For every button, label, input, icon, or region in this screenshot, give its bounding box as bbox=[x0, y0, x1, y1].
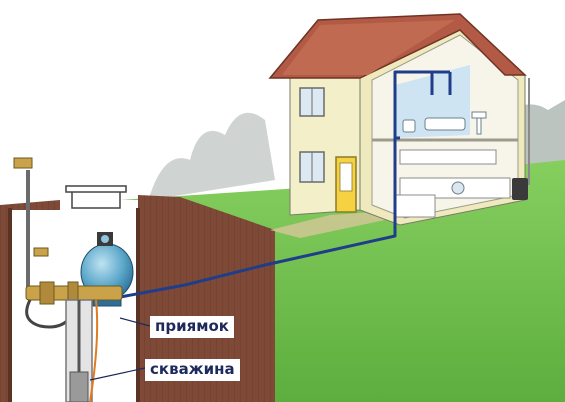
pit-pointer-line bbox=[119, 317, 151, 327]
well-label: скважина bbox=[145, 359, 240, 381]
pit-label: приямок bbox=[150, 316, 234, 338]
house bbox=[268, 13, 530, 226]
pump-station bbox=[13, 157, 134, 402]
water-pipe bbox=[114, 70, 452, 300]
well-pointer-line bbox=[89, 367, 146, 381]
garden-path bbox=[270, 212, 385, 238]
